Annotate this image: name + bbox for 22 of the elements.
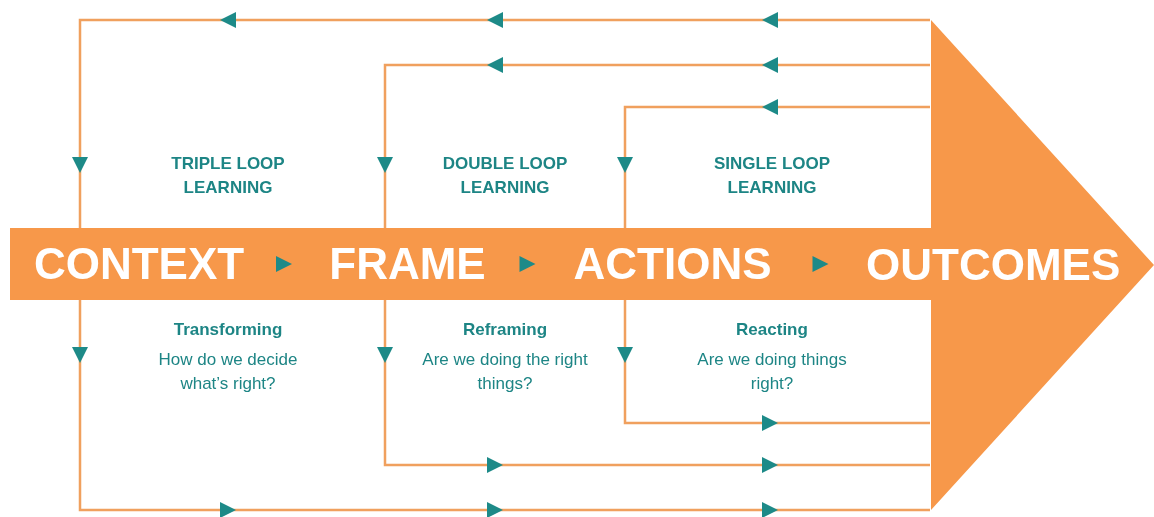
loop-heading: Reacting xyxy=(735,319,809,341)
loop-question: How do we decide what’s right? xyxy=(157,349,299,395)
stage-label: ACTIONS xyxy=(573,239,772,289)
arrow xyxy=(812,256,829,272)
loop-heading: Transforming xyxy=(172,319,284,341)
loop-arrow xyxy=(377,300,930,473)
stage-label: CONTEXT xyxy=(33,239,245,289)
loop-arrow xyxy=(72,12,930,228)
loop-arrow xyxy=(72,300,930,517)
loop-heading: TRIPLE LOOP LEARNING xyxy=(170,153,286,199)
loop-arrow xyxy=(617,99,930,228)
loop-heading: Reframing xyxy=(461,319,549,341)
loop-question: Are we doing the right things? xyxy=(421,349,589,395)
arrow xyxy=(519,256,536,272)
loop-heading: DOUBLE LOOP LEARNING xyxy=(441,153,569,199)
loop-question: Are we doing things right? xyxy=(697,349,847,395)
loop-arrow xyxy=(377,57,930,228)
stage-label: OUTCOMES xyxy=(866,240,1121,290)
loop-arrow xyxy=(617,300,930,431)
arrow xyxy=(276,256,292,272)
loop-heading: SINGLE LOOP LEARNING xyxy=(712,153,832,199)
stage-label: FRAME xyxy=(329,239,486,289)
